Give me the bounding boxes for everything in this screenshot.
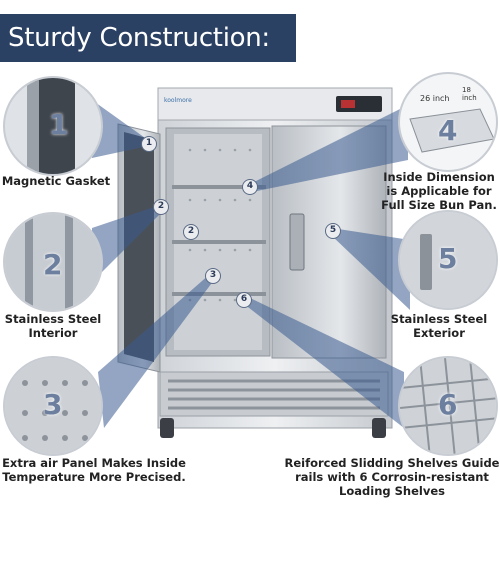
pin-3: 3: [205, 268, 221, 284]
caption-stainless-exterior: Stainless Steel Exterior: [390, 312, 488, 340]
bun-pan-width: 26 inch: [420, 94, 450, 103]
detail-circle-6: 6: [398, 356, 498, 456]
detail-number-2: 2: [43, 248, 63, 281]
caption-inside-dimension: Inside Dimension is Applicable for Full …: [381, 170, 497, 212]
pin-1: 1: [141, 136, 157, 152]
title-banner: [0, 14, 296, 62]
pin-5: 5: [325, 223, 341, 239]
detail-number-6: 6: [438, 388, 458, 421]
detail-circle-4: 26 inch 18 inch 4: [398, 72, 498, 172]
detail-number-4: 4: [438, 114, 458, 147]
caption-shelves: Reiforced Slidding Shelves Guide rails w…: [284, 456, 500, 498]
detail-circle-2: 2: [3, 212, 103, 312]
detail-circle-5: 5: [398, 210, 498, 310]
pin-2a: 2: [153, 199, 169, 215]
pin-6: 6: [236, 292, 252, 308]
detail-circle-3: 3: [3, 356, 103, 456]
pin-2b: 2: [183, 224, 199, 240]
detail-circle-1: 1: [3, 76, 103, 176]
caption-stainless-interior: Stainless Steel Interior: [4, 312, 102, 340]
detail-number-1: 1: [49, 108, 69, 141]
caption-magnetic-gasket: Magnetic Gasket: [1, 174, 111, 188]
door-handle: [289, 213, 305, 271]
detail-number-3: 3: [43, 388, 63, 421]
bun-pan-depth: 18 inch: [462, 86, 477, 102]
brand-label: koolmore: [164, 97, 192, 104]
detail-number-5: 5: [438, 242, 458, 275]
pin-4: 4: [242, 179, 258, 195]
page-title: Sturdy Construction:: [8, 23, 270, 53]
caption-air-panel: Extra air Panel Makes Inside Temperature…: [2, 456, 186, 484]
